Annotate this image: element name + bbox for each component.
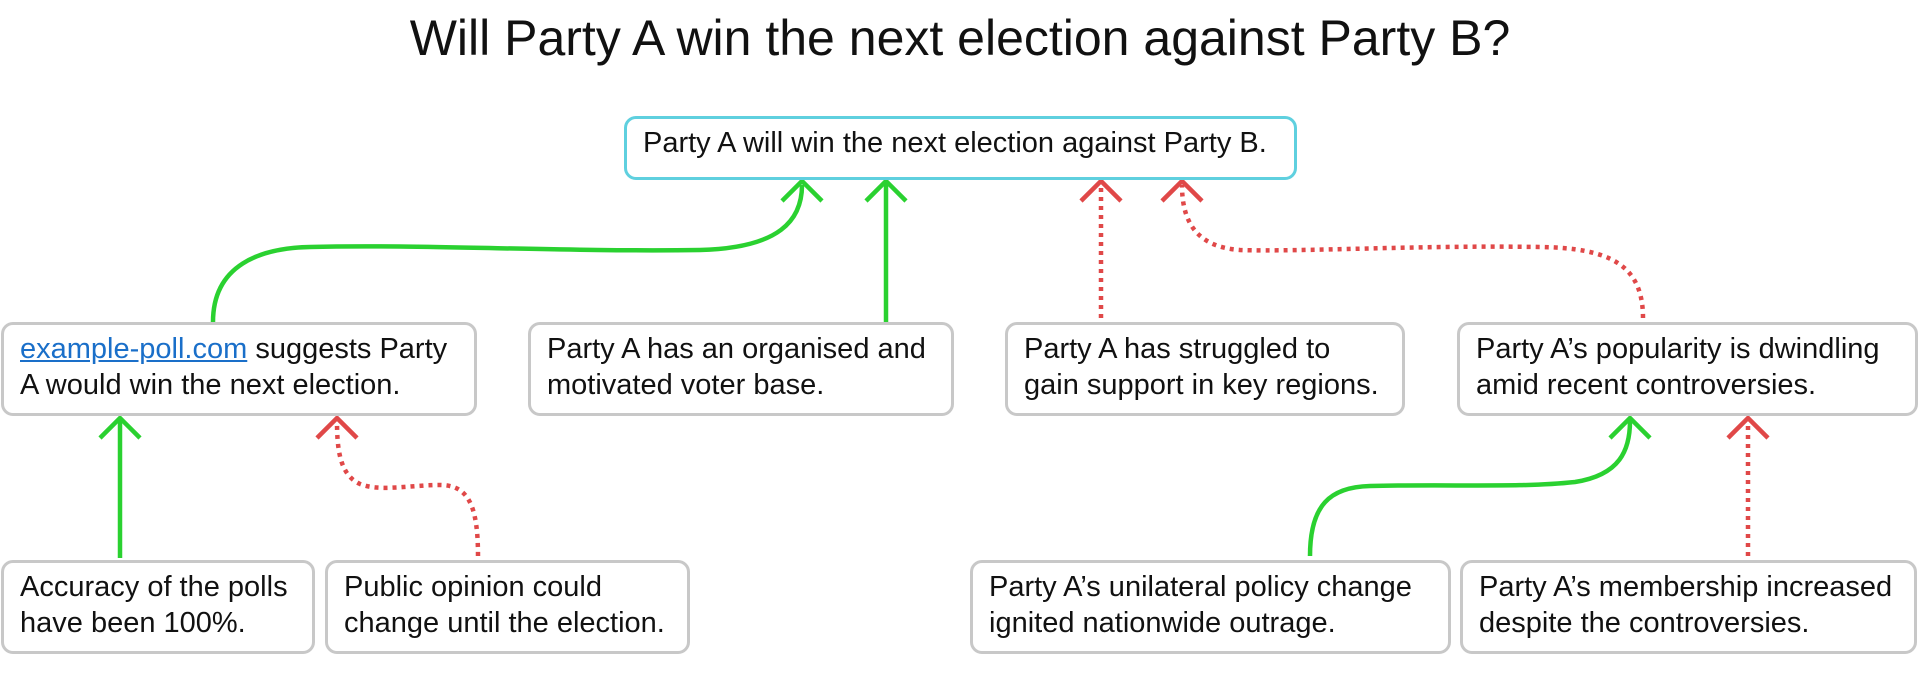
edge-public-opinion-attacks-poll xyxy=(315,414,481,557)
poll-argument-text: suggests Party A would win the next elec… xyxy=(20,333,448,401)
support-arrowhead xyxy=(98,414,142,440)
edge-accuracy-supports-poll xyxy=(98,414,142,558)
argument-node-public-opinion: Public opinion could change until the el… xyxy=(325,560,690,654)
argument-node-popularity: Party A’s popularity is dwindling amid r… xyxy=(1457,322,1918,416)
voter-base-argument-text: Party A has an organised and motivated v… xyxy=(547,333,926,401)
edge-poll-supports-claim xyxy=(210,177,824,323)
attack-arrowhead xyxy=(1079,177,1123,203)
argument-node-policy-change: Party A’s unilateral policy change ignit… xyxy=(970,560,1451,654)
support-arrowhead xyxy=(1608,414,1652,440)
argument-node-poll: example-poll.com suggests Party A would … xyxy=(1,322,477,416)
edge-membership-attacks-popularity xyxy=(1726,414,1770,556)
support-arrowhead xyxy=(864,177,908,203)
diagram-title: Will Party A win the next election again… xyxy=(409,10,1511,66)
attack-arrowhead xyxy=(315,414,359,440)
argument-node-struggled: Party A has struggled to gain support in… xyxy=(1005,322,1405,416)
support-arrowhead xyxy=(780,177,824,203)
edge-popularity-attacks-claim xyxy=(1160,177,1646,319)
edge-policy-change-supports-popularity xyxy=(1307,414,1652,557)
membership-argument-text: Party A’s membership increased despite t… xyxy=(1479,571,1893,639)
edge-voter-base-supports-claim xyxy=(864,177,908,322)
struggled-argument-text: Party A has struggled to gain support in… xyxy=(1024,333,1379,401)
argument-node-voter-base: Party A has an organised and motivated v… xyxy=(528,322,954,416)
poll-source-link[interactable]: example-poll.com xyxy=(20,333,248,365)
attack-arrowhead xyxy=(1726,414,1770,440)
public-opinion-argument-text: Public opinion could change until the el… xyxy=(344,571,665,639)
argument-node-accuracy: Accuracy of the polls have been 100%. xyxy=(1,560,315,654)
main-claim-node: Party A will win the next election again… xyxy=(624,116,1297,180)
popularity-argument-text: Party A’s popularity is dwindling amid r… xyxy=(1476,333,1880,401)
attack-arrow-line xyxy=(1179,184,1646,319)
support-arrow-line xyxy=(210,184,805,323)
support-arrow-line xyxy=(1307,420,1633,557)
accuracy-argument-text: Accuracy of the polls have been 100%. xyxy=(20,571,288,639)
argument-node-membership: Party A’s membership increased despite t… xyxy=(1460,560,1917,654)
main-claim-text: Party A will win the next election again… xyxy=(643,127,1267,159)
attack-arrow-line xyxy=(334,420,481,557)
policy-change-argument-text: Party A’s unilateral policy change ignit… xyxy=(989,571,1412,639)
edge-struggled-attacks-claim xyxy=(1079,177,1123,318)
attack-arrowhead xyxy=(1160,177,1204,203)
